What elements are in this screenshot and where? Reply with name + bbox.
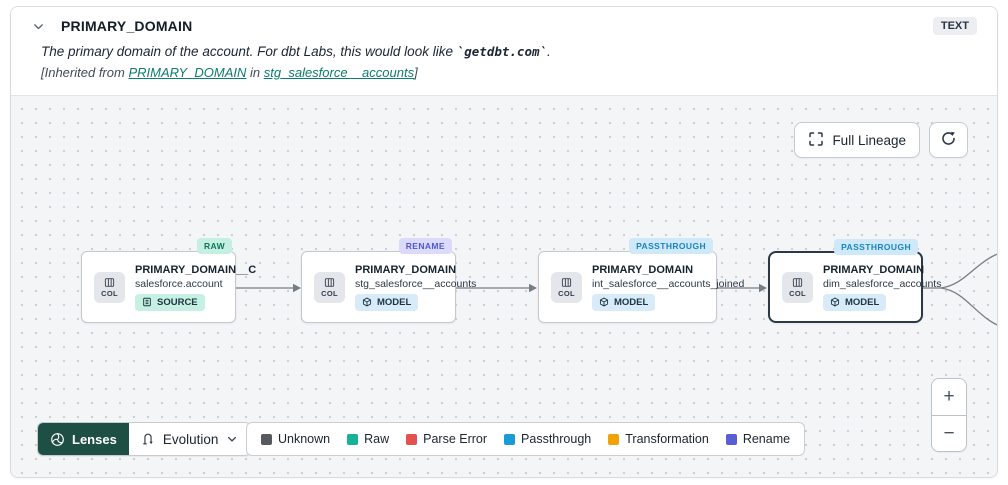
zoom-controls: + −	[931, 378, 967, 452]
node-model-name: salesforce.account	[135, 277, 223, 290]
node-resource-badge: MODEL	[592, 293, 656, 311]
column-type-badge: TEXT	[932, 17, 977, 35]
node-status-tag: PASSTHROUGH	[834, 239, 918, 255]
lenses-label: Lenses	[72, 431, 117, 447]
expand-icon	[808, 131, 824, 150]
columns-icon	[324, 277, 335, 287]
node-model-name: stg_salesforce__accounts	[355, 277, 477, 290]
columns-icon	[104, 277, 115, 287]
lineage-node-int[interactable]: PASSTHROUGH COL PRIMARY_DOMAIN int_sales…	[538, 238, 744, 323]
col-label: COL	[789, 288, 806, 298]
model-icon	[362, 297, 372, 307]
node-status-tag: RAW	[196, 238, 232, 254]
lineage-edges	[236, 253, 997, 326]
legend-swatch	[406, 433, 418, 445]
legend-item-raw: Raw	[347, 432, 389, 446]
description-code: `getdbt.com`	[456, 44, 548, 59]
column-description: The primary domain of the account. For d…	[41, 44, 977, 59]
lenses-control: Lenses Evolution	[37, 422, 252, 456]
node-model-name: int_salesforce__accounts_joined	[592, 277, 745, 290]
zoom-out-button[interactable]: −	[932, 415, 966, 451]
node-column-name: PRIMARY_DOMAIN__C	[135, 263, 257, 276]
columns-icon	[561, 277, 572, 287]
resource-type-label: MODEL	[377, 296, 412, 308]
header: PRIMARY_DOMAIN TEXT The primary domain o…	[11, 7, 997, 96]
legend-swatch	[504, 433, 516, 445]
legend-item-unknown: Unknown	[261, 432, 330, 446]
resource-type-label: MODEL	[614, 296, 649, 308]
legend-label: Unknown	[278, 432, 331, 446]
legend-item-transformation: Transformation	[608, 432, 709, 446]
chevron-down-icon	[228, 436, 237, 442]
lens-selected-label: Evolution	[162, 431, 219, 447]
model-icon	[599, 297, 609, 307]
lineage-node-stg[interactable]: RENAME COL PRIMARY_DOMAIN stg_salesforce…	[301, 238, 476, 323]
lens-dropdown[interactable]: Evolution	[128, 423, 251, 455]
refresh-button[interactable]	[929, 122, 968, 158]
source-icon	[143, 297, 151, 307]
resource-type-label: MODEL	[845, 296, 880, 308]
inherited-model-link[interactable]: stg_salesforce__accounts	[263, 65, 415, 80]
lenses-button[interactable]: Lenses	[38, 423, 129, 455]
column-badge: COL	[94, 271, 125, 303]
column-badge: COL	[782, 271, 813, 303]
lens-aperture-icon	[51, 432, 64, 446]
model-icon	[830, 297, 840, 307]
refresh-icon	[940, 130, 957, 150]
legend-swatch	[261, 433, 272, 445]
full-lineage-button[interactable]: Full Lineage	[794, 122, 920, 158]
node-resource-badge: MODEL	[823, 293, 887, 311]
legend-swatch	[608, 433, 620, 445]
lens-legend: Unknown Raw Parse Error Passthrough Tran…	[246, 422, 806, 456]
columns-icon	[792, 277, 803, 287]
inherited-column-link[interactable]: PRIMARY_DOMAIN	[128, 65, 247, 80]
legend-swatch	[347, 433, 359, 445]
description-period: .	[547, 44, 551, 59]
page-title: PRIMARY_DOMAIN	[61, 18, 193, 34]
node-column-name: PRIMARY_DOMAIN	[592, 263, 694, 276]
column-lineage-panel: PRIMARY_DOMAIN TEXT The primary domain o…	[10, 6, 998, 478]
zoom-in-button[interactable]: +	[932, 379, 966, 415]
col-label: COL	[321, 288, 338, 298]
legend-item-rename: Rename	[725, 432, 791, 446]
resource-type-label: SOURCE	[157, 296, 198, 308]
lineage-node-source[interactable]: RAW COL PRIMARY_DOMAIN__C salesforce.acc…	[81, 238, 256, 323]
node-column-name: PRIMARY_DOMAIN	[823, 263, 925, 276]
lineage-node-dim-selected[interactable]: PASSTHROUGH COL PRIMARY_DOMAIN dim_sales…	[768, 239, 941, 323]
column-badge: COL	[551, 271, 582, 303]
description-text: The primary domain of the account. For d…	[41, 44, 457, 59]
node-column-name: PRIMARY_DOMAIN	[355, 263, 457, 276]
inherited-suffix: ]	[414, 65, 418, 80]
legend-item-parse-error: Parse Error	[406, 432, 487, 446]
col-label: COL	[101, 288, 118, 298]
full-lineage-label: Full Lineage	[832, 132, 906, 148]
node-resource-badge: SOURCE	[135, 293, 205, 311]
lineage-canvas[interactable]: Full Lineage RAW COL PRIMARY_DOMAIN__C	[11, 96, 997, 477]
column-badge: COL	[314, 271, 345, 303]
col-label: COL	[558, 288, 575, 298]
inherited-middle: in	[246, 65, 264, 80]
collapse-chevron-icon[interactable]	[29, 17, 47, 35]
node-status-tag: RENAME	[398, 238, 452, 254]
evolution-icon	[142, 433, 153, 445]
node-status-tag: PASSTHROUGH	[629, 238, 713, 254]
legend-item-passthrough: Passthrough	[504, 432, 591, 446]
inherited-prefix: [Inherited from	[41, 65, 129, 80]
legend-label: Transformation	[625, 432, 709, 446]
legend-label: Passthrough	[521, 432, 592, 446]
legend-label: Parse Error	[423, 432, 488, 446]
node-resource-badge: MODEL	[355, 293, 419, 311]
inherited-line: [Inherited from PRIMARY_DOMAIN in stg_sa…	[41, 65, 977, 80]
legend-label: Rename	[742, 432, 791, 446]
node-model-name: dim_salesforce_accounts	[823, 277, 942, 290]
legend-label: Raw	[364, 432, 390, 446]
legend-swatch	[725, 433, 737, 445]
